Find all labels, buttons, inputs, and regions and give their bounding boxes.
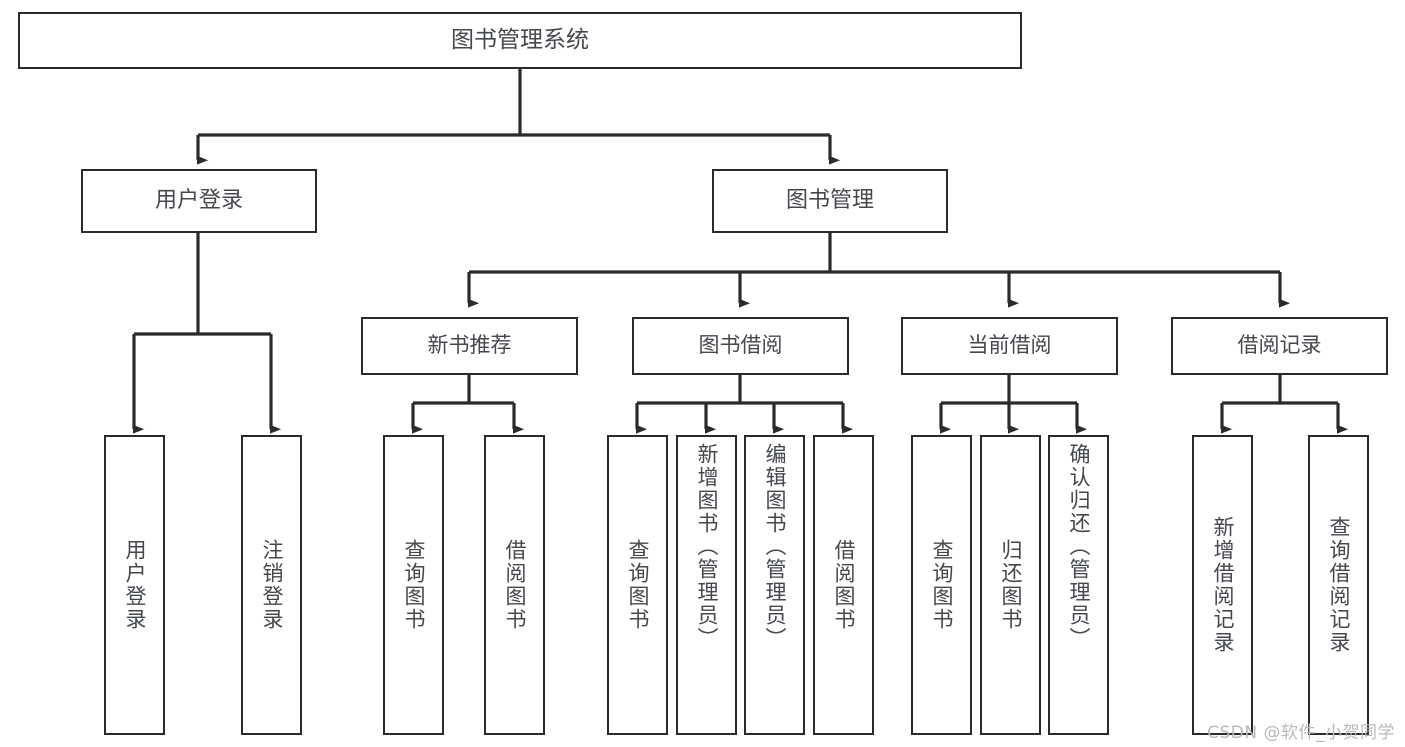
node-book-management[interactable]: 图书管理	[712, 169, 948, 233]
leaf-borrow-query-books[interactable]: 查询图书	[607, 435, 668, 735]
leaf-current-return-books[interactable]: 归还图书	[980, 435, 1041, 735]
node-label: 新书推荐	[427, 333, 512, 358]
node-book-borrow[interactable]: 图书借阅	[632, 317, 849, 375]
node-label: 当前借阅	[967, 333, 1052, 358]
node-label: 查询图书	[930, 539, 954, 631]
node-label: 编辑图书（管理员）	[763, 443, 787, 650]
node-label: 图书管理	[785, 187, 874, 213]
leaf-record-add-borrow-record[interactable]: 新增借阅记录	[1192, 435, 1253, 735]
node-label: 查询借阅记录	[1327, 516, 1351, 654]
leaf-borrow-edit-book-admin[interactable]: 编辑图书（管理员）	[744, 435, 805, 735]
node-label: 借阅图书	[503, 539, 527, 631]
leaf-new-book-query-books[interactable]: 查询图书	[383, 435, 444, 735]
node-label: 图书借阅	[698, 333, 783, 358]
leaf-user-login-logout[interactable]: 注销登录	[241, 435, 302, 735]
leaf-new-book-borrow-books[interactable]: 借阅图书	[484, 435, 545, 735]
node-label: 确认归还（管理员）	[1067, 443, 1091, 650]
leaf-current-query-books[interactable]: 查询图书	[911, 435, 972, 735]
node-new-book-recommend[interactable]: 新书推荐	[361, 317, 578, 375]
node-label: 查询图书	[402, 539, 426, 631]
node-root-book-management-system[interactable]: 图书管理系统	[18, 12, 1022, 69]
node-label: 新增图书（管理员）	[695, 443, 719, 650]
node-label: 借阅图书	[832, 539, 856, 631]
leaf-borrow-add-book-admin[interactable]: 新增图书（管理员）	[676, 435, 737, 735]
node-user-login[interactable]: 用户登录	[81, 169, 317, 233]
leaf-current-confirm-return-admin[interactable]: 确认归还（管理员）	[1048, 435, 1109, 735]
node-label: 注销登录	[260, 539, 284, 631]
node-label: 借阅记录	[1237, 333, 1322, 358]
node-label: 新增借阅记录	[1211, 516, 1235, 654]
node-label: 图书管理系统	[451, 26, 589, 53]
node-label: 查询图书	[626, 539, 650, 631]
node-borrow-record[interactable]: 借阅记录	[1171, 317, 1388, 375]
leaf-record-query-borrow-record[interactable]: 查询借阅记录	[1308, 435, 1369, 735]
node-label: 用户登录	[123, 539, 147, 631]
node-label: 用户登录	[154, 187, 243, 213]
node-label: 归还图书	[999, 539, 1023, 631]
leaf-borrow-borrow-books[interactable]: 借阅图书	[813, 435, 874, 735]
node-current-borrow[interactable]: 当前借阅	[901, 317, 1118, 375]
leaf-user-login-login[interactable]: 用户登录	[104, 435, 165, 735]
